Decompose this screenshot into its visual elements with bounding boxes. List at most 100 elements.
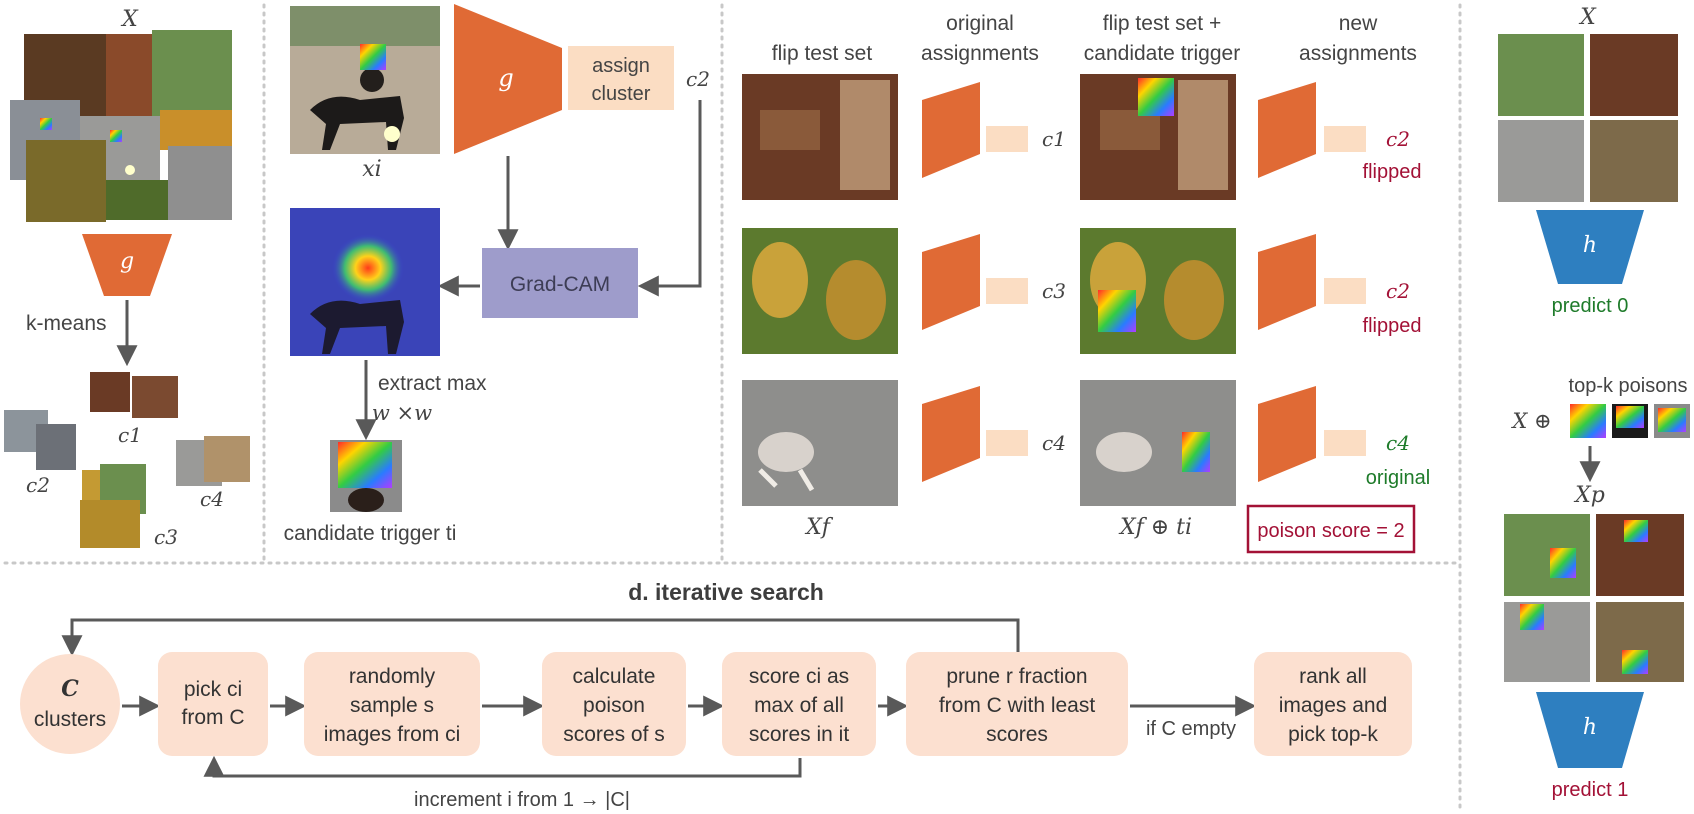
step-prune-line2: from C with least — [939, 694, 1096, 717]
panel-a-dataset-label: X — [120, 7, 139, 32]
header-flip-trigger-line1: flip test set + — [1103, 12, 1221, 35]
panel-e-clean-grid — [1498, 34, 1678, 202]
x-oplus-label: X ⊕ — [1510, 409, 1551, 433]
panel-b-trigger-extraction: xi g assign cluster c2 Grad-CAM extract … — [284, 4, 710, 545]
topk-poisons-label: top-k poisons — [1569, 375, 1688, 397]
step-pick-line2: from C — [182, 706, 245, 729]
input-label-xi: xi — [362, 157, 381, 182]
step-prune-line3: scores — [986, 723, 1048, 746]
step-score-line2: max of all — [754, 694, 844, 717]
extract-label-line1: extract max — [378, 372, 487, 395]
panel-e-evaluation: X h predict 0 top-k poisons X ⊕ Xp — [1498, 5, 1690, 801]
c2-to-gradcam-arrow — [637, 100, 702, 297]
increment-label: increment i from 1 → |C| — [414, 789, 630, 811]
gradcam-box — [482, 248, 638, 318]
poison-score-box — [1246, 504, 1416, 554]
assign-cluster-line2: cluster — [592, 83, 651, 105]
step-sample-line3: images from ci — [324, 723, 461, 746]
classifier-h-bottom — [1536, 692, 1644, 768]
cluster-label-c1: c1 — [118, 423, 142, 447]
cluster-label-c3: c3 — [154, 525, 178, 549]
row1-status: flipped — [1363, 161, 1422, 183]
header-flip-test-set: flip test set — [772, 42, 873, 65]
cluster-output-c2: c2 — [686, 67, 710, 91]
step-calc-line1: calculate — [573, 665, 656, 688]
input-image-xi — [290, 6, 440, 154]
step-sample-line1: randomly — [349, 665, 436, 688]
panel-d-title: d. iterative search — [628, 579, 824, 605]
step-calc-line3: scores of s — [563, 723, 665, 746]
candidate-trigger-label: candidate trigger ti — [284, 522, 457, 545]
encoder-g-trapezoid — [82, 234, 172, 296]
step-rank-line1: rank all — [1299, 665, 1367, 688]
xp-label: Xp — [1573, 483, 1605, 508]
step-score-line3: scores in it — [749, 723, 850, 746]
step-clusters-line1: C — [61, 676, 79, 702]
flip-row-2: c3 c2 flipped — [742, 228, 1421, 354]
gradcam-label: Grad-CAM — [510, 273, 610, 296]
xf-trigger-label: Xf ⊕ ti — [1118, 515, 1192, 540]
assign-cluster-box — [568, 46, 674, 110]
step-rank-line3: pick top-k — [1288, 723, 1378, 746]
panel-a-clustering: X g k-means — [4, 7, 250, 549]
step-rank-box — [1254, 652, 1412, 756]
row1-new-assign: c2 — [1386, 127, 1410, 151]
step-rank-line2: images and — [1279, 694, 1388, 717]
row2-status: flipped — [1363, 315, 1422, 337]
classifier-h-bottom-label: h — [1583, 715, 1597, 740]
panel-e-poisoned-grid — [1504, 514, 1684, 682]
row3-status: original — [1366, 467, 1430, 489]
row2-new-assign: c2 — [1386, 279, 1410, 303]
heatmap-image — [290, 208, 440, 356]
classifier-h-top — [1536, 210, 1644, 284]
poison-score-label: poison score = 2 — [1257, 520, 1404, 542]
kmeans-label: k-means — [26, 312, 107, 335]
increment-loop-arrow — [203, 755, 802, 778]
if-empty-label: if C empty — [1146, 718, 1236, 740]
step-clusters-circle — [20, 654, 120, 754]
dataset-collage — [10, 30, 232, 222]
row1-orig-assign: c1 — [1042, 127, 1066, 151]
row3-new-assign: c4 — [1386, 431, 1410, 455]
header-new-line2: assignments — [1299, 42, 1417, 65]
xf-label: Xf — [804, 515, 834, 540]
step-sample-box — [304, 652, 480, 756]
cluster-thumbnails — [4, 372, 250, 548]
step-calc-box — [542, 652, 686, 756]
row2-orig-assign: c3 — [1042, 279, 1066, 303]
header-new-line1: new — [1339, 12, 1378, 35]
step-score-box — [722, 652, 876, 756]
step-clusters-line2: clusters — [34, 708, 106, 731]
header-flip-trigger-line2: candidate trigger — [1084, 42, 1240, 65]
encoder-g-label: g — [120, 249, 134, 274]
step-sample-line2: sample s — [350, 694, 434, 717]
step-prune-box — [906, 652, 1128, 756]
encoder-g-large-label: g — [498, 64, 513, 92]
topk-poison-patches — [1570, 404, 1690, 438]
step-pick-box — [158, 652, 268, 756]
assign-cluster-line1: assign — [592, 55, 650, 77]
panel-d-iterative-search: d. iterative search C clusters pick ci f… — [20, 579, 1412, 811]
loop-back-arrow — [61, 618, 1020, 657]
classifier-h-top-label: h — [1583, 233, 1597, 258]
flip-row-1: c1 c2 flipped — [742, 74, 1421, 200]
header-original-line2: assignments — [921, 42, 1039, 65]
panel-e-dataset-label: X — [1578, 5, 1597, 30]
candidate-trigger-image — [330, 440, 402, 512]
panel-dividers — [3, 3, 1462, 812]
predict1-label: predict 1 — [1552, 779, 1629, 801]
panel-c-poison-scoring: flip test set original assignments flip … — [742, 12, 1430, 554]
flip-row-3: c4 c4 original — [742, 380, 1430, 506]
cluster-label-c4: c4 — [200, 487, 224, 511]
step-calc-line2: poison — [583, 694, 645, 717]
step-score-line1: score ci as — [749, 665, 849, 688]
step-pick-line1: pick ci — [184, 678, 242, 701]
extract-label-line2: w ×w — [372, 401, 432, 425]
row3-orig-assign: c4 — [1042, 431, 1066, 455]
step-prune-line1: prune r fraction — [946, 665, 1087, 688]
header-original-line1: original — [946, 12, 1014, 35]
cluster-label-c2: c2 — [26, 473, 50, 497]
encoder-g-large — [454, 4, 562, 154]
predict0-label: predict 0 — [1552, 295, 1629, 317]
